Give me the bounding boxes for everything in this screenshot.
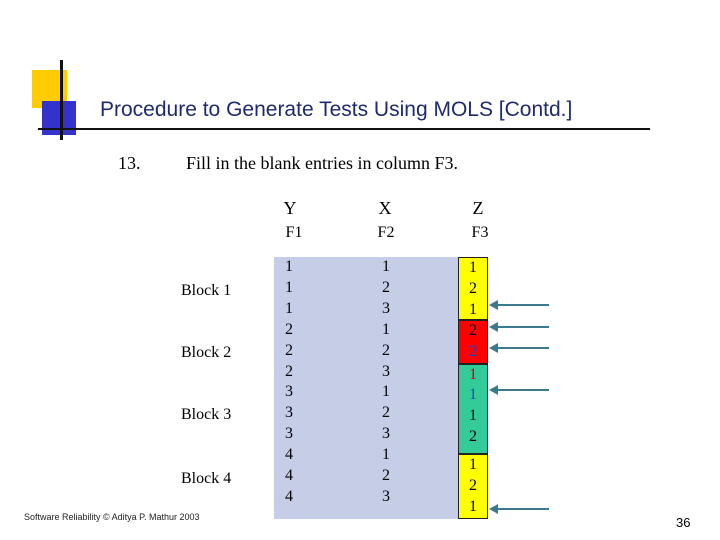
column-f1-label: F1: [285, 224, 303, 241]
f1-cell: 3: [285, 404, 293, 422]
f2-cell: 3: [382, 487, 390, 505]
column-f2-values: 1 2 3 1 2 3 1 2 3 1 2 3: [304, 257, 458, 519]
block-2-label: Block 2: [181, 344, 232, 361]
f2-cell: 2: [382, 278, 390, 296]
column-x-header: X: [378, 198, 392, 218]
f1-cell: 1: [285, 299, 293, 317]
step-number: 13.: [118, 153, 141, 173]
page-number: 36: [676, 515, 691, 530]
f2-cell: 2: [382, 404, 390, 422]
f1-cell: 4: [285, 467, 293, 485]
f1-cell: 1: [285, 258, 293, 275]
f3-block-4-box: 1 2 1: [458, 454, 488, 519]
slide-title: Procedure to Generate Tests Using MOLS […: [100, 98, 573, 121]
f1-cell: 4: [285, 446, 293, 464]
f2-cell: 1: [382, 320, 390, 338]
f3-cell: 1: [469, 456, 477, 473]
column-z-header: Z: [472, 198, 484, 218]
f2-cell: 2: [382, 467, 390, 485]
f1-cell: 3: [285, 383, 293, 401]
f1-cell: 2: [285, 341, 293, 359]
title-underline: [38, 128, 650, 130]
column-y-header: Y: [283, 198, 297, 218]
f3-cell: 2: [469, 476, 477, 494]
f3-cell: 1: [469, 300, 477, 318]
step-text: Fill in the blank entries in column F3.: [186, 153, 458, 173]
f1-cell: 4: [285, 487, 293, 505]
f3-cell: 1: [469, 497, 477, 515]
column-f1-values: 1 1 1 2 2 2 3 3 3 4 4 4: [274, 257, 304, 519]
f1-cell: 2: [285, 362, 293, 380]
f2-cell: 1: [382, 258, 390, 275]
slide-footer: Software Reliability © Aditya P. Mathur …: [24, 512, 200, 522]
decor-vertical-line: [60, 60, 63, 140]
f1-cell: 2: [285, 320, 293, 338]
f3-block-2-red-box: 2 2: [458, 320, 488, 364]
f3-cell: 2: [469, 279, 477, 297]
f3-cell: 1: [469, 259, 477, 276]
f3-cell: 1: [469, 406, 477, 424]
f3-cell-filled: 1: [469, 366, 477, 383]
f3-cell-filled: 1: [469, 386, 477, 403]
block-4-label: Block 4: [181, 470, 232, 487]
f3-block-1-box: 1 2 1: [458, 257, 488, 320]
column-f3-label: F3: [471, 224, 489, 241]
f2-cell: 2: [382, 341, 390, 359]
f1-cell: 1: [285, 278, 293, 296]
f2-cell: 3: [382, 425, 390, 443]
f3-cell: 2: [469, 322, 477, 339]
column-f2-label: F2: [377, 224, 395, 241]
f3-block-3-green-box: 1 1 1 2: [458, 364, 488, 454]
f2-cell: 1: [382, 383, 390, 401]
block-3-label: Block 3: [181, 406, 232, 423]
f3-cell-filled: 2: [469, 342, 477, 360]
f2-cell: 3: [382, 299, 390, 317]
f2-cell: 3: [382, 362, 390, 380]
block-1-label: Block 1: [181, 282, 232, 299]
f2-cell: 1: [382, 446, 390, 464]
f3-cell: 2: [469, 427, 477, 445]
f1-cell: 3: [285, 425, 293, 443]
